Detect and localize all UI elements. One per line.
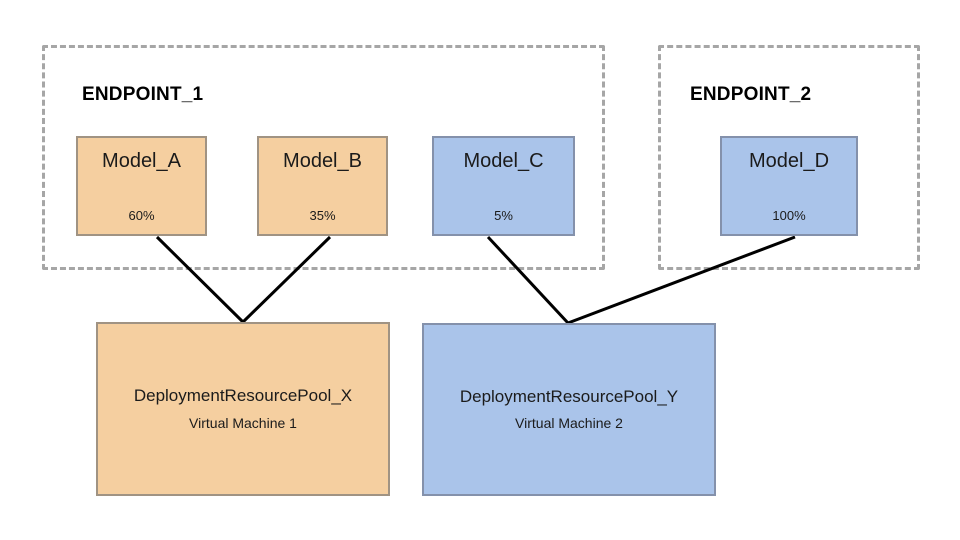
- model-b-traffic-percent: 35%: [309, 208, 336, 223]
- deployment-resource-pool-x[interactable]: DeploymentResourcePool_X Virtual Machine…: [96, 322, 390, 496]
- model-box-model-a[interactable]: Model_A 60%: [76, 136, 207, 236]
- model-d-traffic-percent: 100%: [772, 208, 806, 223]
- deployment-resource-pool-y[interactable]: DeploymentResourcePool_Y Virtual Machine…: [422, 323, 716, 496]
- model-box-model-b[interactable]: Model_B 35%: [257, 136, 388, 236]
- pool-y-virtual-machine-label: Virtual Machine 2: [515, 415, 623, 432]
- model-a-name: Model_A: [102, 150, 181, 172]
- model-c-traffic-percent: 5%: [494, 208, 513, 223]
- pool-y-name: DeploymentResourcePool_Y: [459, 386, 679, 406]
- pool-x-name: DeploymentResourcePool_X: [133, 386, 353, 406]
- pool-x-virtual-machine-label: Virtual Machine 1: [189, 414, 297, 431]
- model-a-traffic-percent: 60%: [128, 208, 155, 223]
- model-box-model-d[interactable]: Model_D 100%: [720, 136, 858, 236]
- model-b-name: Model_B: [283, 150, 362, 172]
- model-c-name: Model_C: [463, 150, 544, 172]
- model-box-model-c[interactable]: Model_C 5%: [432, 136, 575, 236]
- endpoint-1-title: ENDPOINT_1: [82, 84, 204, 105]
- model-d-name: Model_D: [748, 150, 830, 172]
- endpoint-2-title: ENDPOINT_2: [690, 84, 812, 105]
